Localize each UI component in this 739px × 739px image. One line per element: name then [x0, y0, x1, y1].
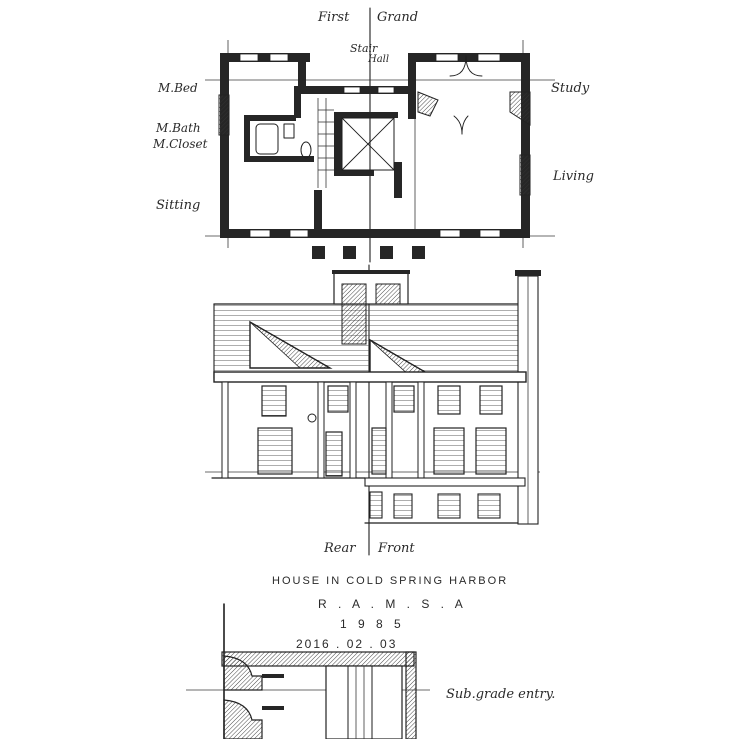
cupola [332, 270, 410, 345]
label-sub-grade-entry: Sub.grade entry. [446, 687, 555, 702]
project-year: 1 9 8 5 [340, 617, 405, 631]
label-m-closet: M.Closet [152, 137, 208, 151]
front-main-windows [371, 427, 507, 475]
label-m-bath: M.Bath [155, 121, 201, 135]
title-block: HOUSE IN COLD SPRING HARBOR R . A . M . … [272, 575, 508, 651]
label-first: First [317, 10, 350, 25]
architect-name: R . A . M . S . A [318, 597, 467, 611]
rear-windows [257, 385, 349, 477]
sub-grade-entry-detail: Sub.grade entry. [186, 603, 555, 739]
front-base [364, 477, 526, 519]
plan-walls [218, 53, 531, 238]
label-grand: Grand [377, 10, 418, 25]
chimney [515, 270, 541, 525]
plan-doors [449, 55, 483, 135]
plan-windows [239, 53, 501, 238]
label-living: Living [552, 169, 594, 184]
sketch-date: 2016 . 02 . 03 [296, 637, 397, 651]
floor-plan: First Grand Stair Hall M.Bed M.Bath M.Cl… [152, 7, 594, 263]
label-m-bed: M.Bed [157, 81, 198, 95]
project-title: HOUSE IN COLD SPRING HARBOR [272, 575, 508, 587]
porch-posts [312, 246, 425, 259]
label-rear: Rear [323, 541, 356, 556]
porch-gables [249, 320, 435, 377]
label-hall: Hall [367, 54, 389, 65]
label-stair: Stair [350, 42, 378, 55]
porch-columns [221, 381, 425, 479]
stair-hall [317, 98, 395, 188]
front-upper-windows [393, 385, 503, 415]
label-sitting: Sitting [156, 198, 200, 213]
label-front: Front [377, 541, 415, 556]
porch-fascia [213, 371, 527, 383]
label-study: Study [551, 81, 590, 96]
elevation: Rear Front [205, 264, 541, 556]
bath-fixtures [255, 123, 312, 159]
